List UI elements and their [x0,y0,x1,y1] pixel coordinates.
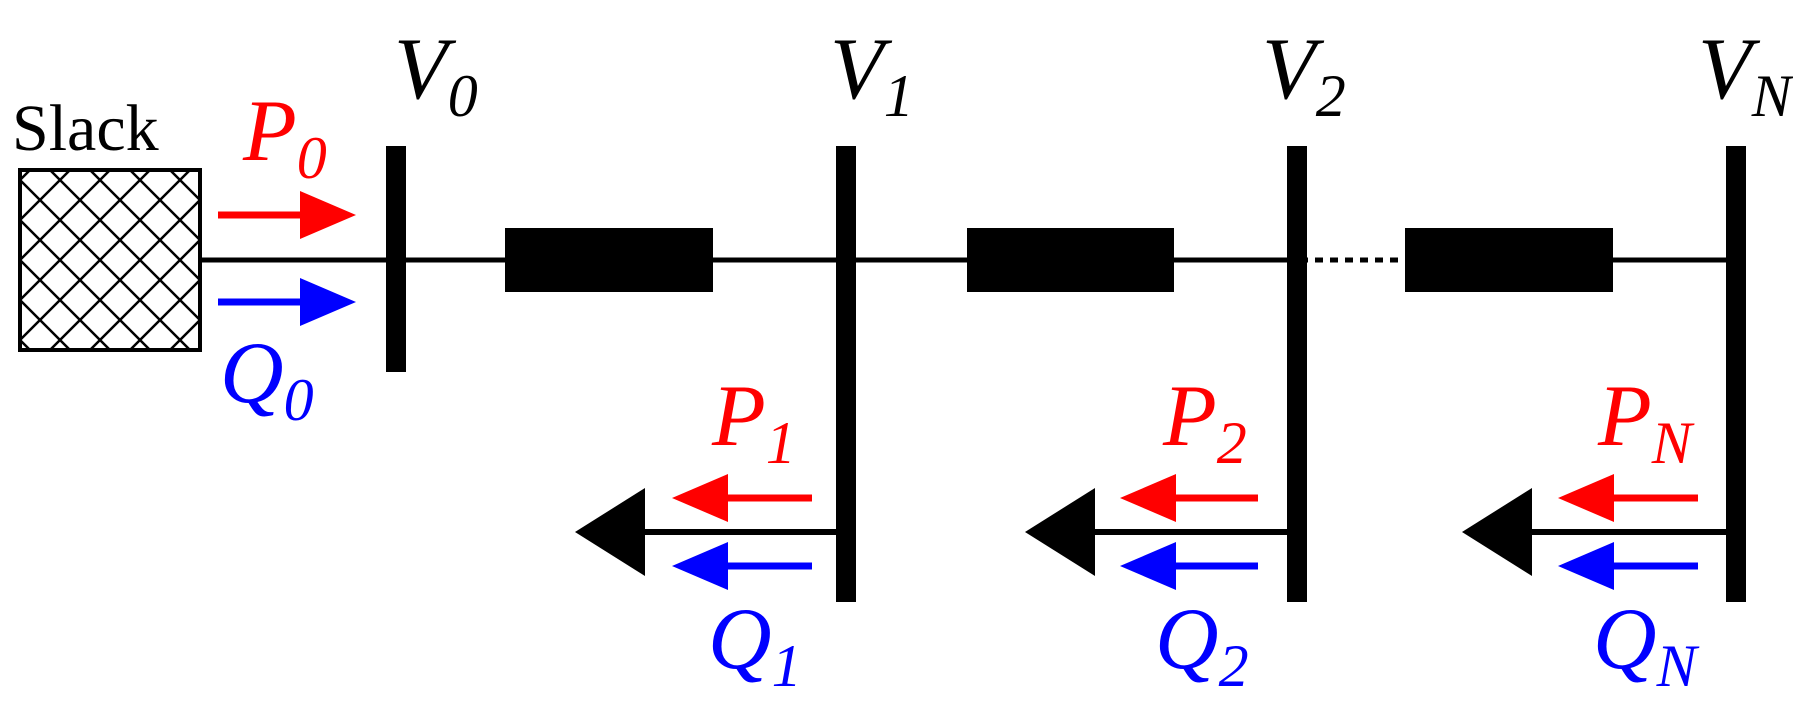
voltage-label-n: VN [1698,21,1793,129]
reactive-power-label-1: Q1 [708,591,802,699]
active-power-arrow-1 [672,474,812,522]
voltage-label-2: V2 [1262,21,1346,129]
reactive-power-arrow-0 [218,278,356,326]
load-2 [1025,488,1297,576]
load-n [1462,488,1736,576]
voltage-label-0: V0 [394,21,478,129]
slack-label: Slack [12,92,159,165]
active-power-label-1: P1 [711,368,796,476]
active-power-label-n: PN [1597,368,1695,476]
reactive-power-arrow-n [1558,542,1698,590]
active-power-arrow-2 [1120,474,1258,522]
active-power-arrow-n [1558,474,1698,522]
bus-bar-2 [1287,146,1307,602]
slack-box [18,168,202,352]
reactive-power-label-2: Q2 [1155,591,1249,699]
bus-bar-1 [836,146,856,602]
voltage-label-1: V1 [830,21,914,129]
bus-bar-n [1726,146,1746,602]
reactive-power-arrow-1 [672,542,812,590]
line-impedance-n [1405,228,1613,292]
bus-bar-0 [386,146,406,372]
line-impedance-1 [505,228,713,292]
active-power-arrow-0 [218,191,356,239]
load-1 [575,488,846,576]
reactive-power-label-n: QN [1593,591,1700,699]
line-impedance-2 [967,228,1174,292]
active-power-label-0: P0 [242,83,327,191]
reactive-power-arrow-2 [1120,542,1258,590]
reactive-power-label-0: Q0 [220,325,314,433]
active-power-label-2: P2 [1162,368,1247,476]
